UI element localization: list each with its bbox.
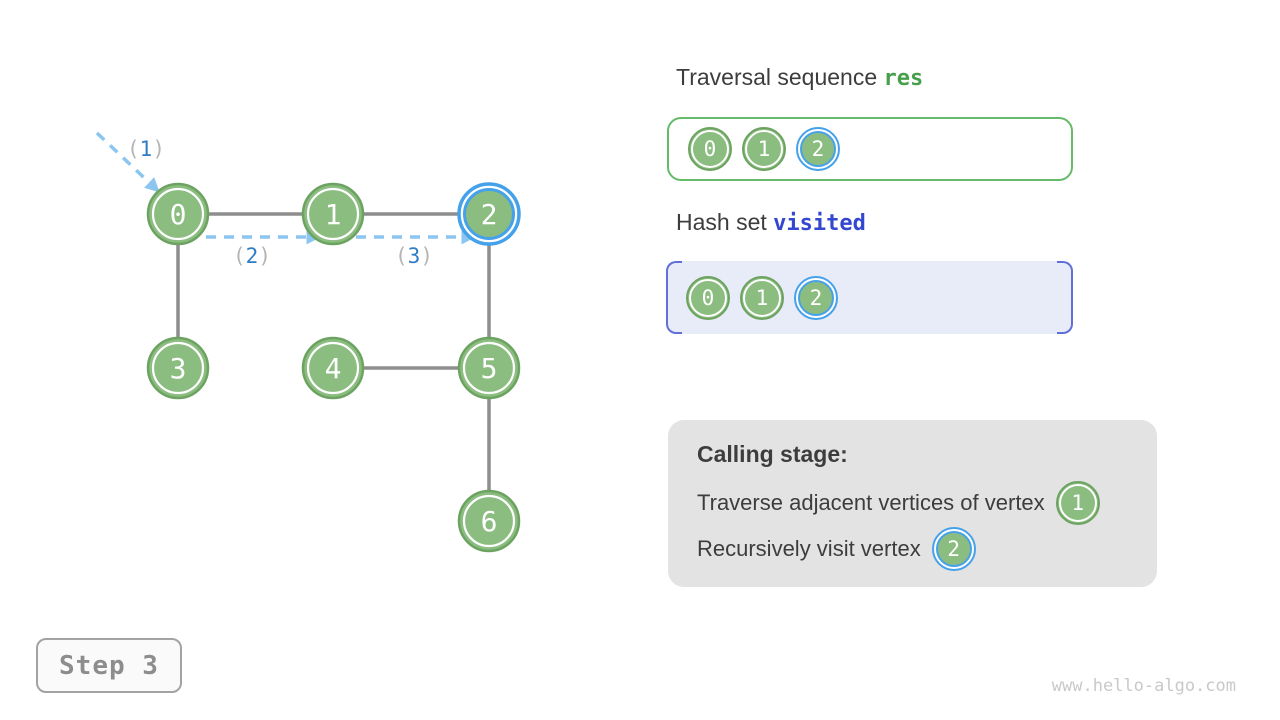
graph-node-6: 6 [457, 489, 521, 553]
traversal-arrows: (1) (2) (3) [95, 131, 477, 268]
step-button[interactable]: Step 3 [36, 638, 182, 693]
vertex-label: 2 [481, 198, 498, 231]
vertex-circle-inner [463, 188, 515, 240]
vertex-circle-outer [457, 489, 521, 553]
calling-stage-line-1-vertex: 1 [1055, 481, 1100, 525]
calling-stage-title: Calling stage: [697, 441, 848, 467]
vertex-circle-inner [306, 187, 360, 241]
vertex-chip-label: 0 [703, 137, 717, 161]
vertex-chip-1: 1 [742, 127, 786, 171]
vertex-chip-label: 1 [1071, 491, 1084, 515]
hash-set-title: Hash set visited [676, 209, 866, 236]
vertex-chip-label: 2 [809, 285, 823, 310]
vertex-chip-0: 0 [686, 275, 730, 320]
vertex-circle-outer [146, 182, 210, 246]
graph-nodes: 0 1 2 3 4 5 6 [146, 182, 521, 553]
vertex-chip-1: 1 [740, 275, 784, 320]
visited-variable-name: visited [773, 211, 866, 236]
vertex-chip-label: 2 [811, 137, 825, 161]
calling-stage-line-2-vertex: 2 [931, 527, 976, 571]
visited-set-box: 0 1 2 [666, 261, 1073, 334]
graph-node-2: 2 [457, 182, 521, 246]
calling-stage-line-1-text: Traverse adjacent vertices of vertex [697, 490, 1045, 515]
vertex-circle-outer [301, 182, 365, 246]
graph-node-5: 5 [457, 336, 521, 400]
vertex-circle-outer [146, 336, 210, 400]
traversal-sequence-title: Traversal sequence res [676, 64, 923, 91]
calling-stage-line-1: Traverse adjacent vertices of vertex 1 [697, 480, 1133, 526]
hash-set-label: Hash set [676, 209, 767, 235]
vertex-chip-label: 0 [701, 285, 715, 310]
traversal-step-label-2: (2) [233, 244, 271, 268]
res-variable-name: res [883, 66, 924, 91]
vertex-chip-label: 1 [757, 137, 771, 161]
traversal-step-label-1: (1) [127, 137, 165, 161]
traversal-sequence-box: 0 1 2 [667, 117, 1073, 181]
vertex-label: 5 [481, 352, 498, 385]
graph-node-0: 0 [146, 182, 210, 246]
vertex-circle-inner [462, 341, 516, 395]
traversal-arrow-1 [95, 131, 160, 193]
vertex-label: 1 [325, 198, 342, 231]
vertex-chip-2: 2 [796, 127, 840, 171]
traversal-step-label-3: (3) [395, 244, 433, 268]
vertex-label: 0 [170, 198, 187, 231]
vertex-label: 3 [170, 352, 187, 385]
vertex-circle-inner [462, 494, 516, 548]
vertex-label: 4 [325, 352, 342, 385]
calling-stage-line-2-text: Recursively visit vertex [697, 536, 921, 561]
vertex-chip-label: 1 [755, 285, 769, 310]
calling-stage-line-2: Recursively visit vertex 2 [697, 526, 1133, 572]
vertex-circle-outer [457, 336, 521, 400]
graph-node-1: 1 [301, 182, 365, 246]
vertex-chip-label: 2 [947, 537, 961, 561]
vertex-label: 6 [481, 505, 498, 538]
vertex-circle-inner [306, 341, 360, 395]
traversal-sequence-label: Traversal sequence [676, 64, 878, 90]
vertex-chip-0: 0 [688, 127, 732, 171]
vertex-circle-inner [151, 341, 205, 395]
vertex-chip-2: 2 [794, 275, 838, 320]
vertex-circle-outer [301, 336, 365, 400]
graph-node-4: 4 [301, 336, 365, 400]
vertex-chip-1: 1 [1055, 481, 1100, 525]
graph-canvas: (1) (2) (3) 0 1 2 3 4 5 6 [95, 131, 521, 553]
calling-stage-panel: Calling stage: Traverse adjacent vertice… [668, 420, 1157, 587]
watermark: www.hello-algo.com [1051, 676, 1236, 696]
vertex-circle-inner [151, 187, 205, 241]
graph-node-3: 3 [146, 336, 210, 400]
vertex-chip-2: 2 [931, 527, 976, 571]
